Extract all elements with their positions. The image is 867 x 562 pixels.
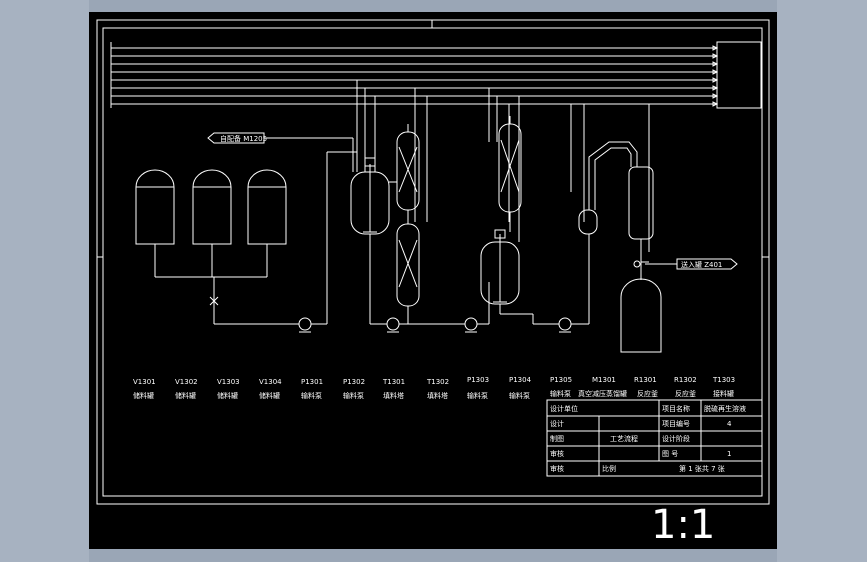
cad-viewport[interactable]: 自配备 M1205 [89,12,777,549]
title-drawing-no-value: 4 [727,420,732,428]
equipment-name-13: 反应釜 [637,389,658,398]
title-project-name-value: 脱硫再生溶液 [704,404,746,413]
equipment-name-9: 输料泵 [467,391,488,400]
equipment-name-15: 接料罐 [713,389,734,398]
title-check: 审核 [550,449,564,458]
title-project-name-label: 项目名称 [662,404,690,413]
outlet-label: 送入罐 Z401 [681,260,722,269]
equipment-name-3: 储料罐 [217,391,238,400]
title-ratio: 比例 [602,464,616,473]
equipment-names: 储料罐 储料罐 储料罐 储料罐 输料泵 输料泵 填料塔 填料塔 输料泵 输料泵 … [133,389,734,400]
title-figure-no-value: 1 [727,450,731,458]
title-drawing-no-label: 项目编号 [662,419,690,428]
feed-label: 自配备 M1205 [220,134,267,143]
title-draw: 制图 [550,434,564,443]
tank-manifold [154,244,299,325]
title-center: 工艺流程 [610,434,638,443]
equipment-code-15: T1303 [712,376,735,384]
equipment-code-2: V1302 [175,378,198,386]
equipment-name-11: 输料泵 [550,389,571,398]
equipment-codes: V1301 V1302 V1303 V1304 P1301 P1302 T130… [133,376,735,386]
equipment-code-5: P1301 [301,378,323,386]
column-t1302 [396,210,420,324]
storage-tank-v1303 [247,169,287,245]
column-t1303 [498,116,522,232]
distillation-m1301 [578,141,654,268]
viewport-background-left [0,0,89,562]
outer-border [96,19,770,505]
equipment-code-10: P1304 [509,376,532,384]
equipment-name-5: 输料泵 [301,391,322,400]
equipment-code-6: P1302 [343,378,365,386]
equipment-code-8: T1302 [426,378,449,386]
reactor-r1301 [350,157,390,324]
equipment-code-12: M1301 [592,376,616,384]
equipment-name-12: 真空减压蒸馏罐 [578,389,627,398]
equipment-code-11: P1305 [550,376,572,384]
equipment-name-8: 填料塔 [427,391,448,400]
title-design-unit: 设计单位 [550,404,578,413]
feed-tag [207,132,354,172]
equipment-name-4: 储料罐 [259,391,280,400]
equipment-code-1: V1301 [133,378,156,386]
outlet-tag [645,258,738,270]
pump-line-middle [370,282,490,333]
equipment-code-7: T1301 [382,378,405,386]
storage-tank-v1302 [192,169,232,245]
equipment-name-6: 输料泵 [343,391,364,400]
pump-p1304 [533,234,590,333]
storage-tank-v1301 [135,169,175,245]
equipment-code-3: V1303 [217,378,240,386]
reactor-r1302 [480,229,534,324]
utility-lines [110,41,762,109]
equipment-name-7: 填料塔 [383,391,404,400]
title-approve: 审核 [550,464,564,473]
title-stage-label: 设计阶段 [662,434,690,443]
equipment-name-14: 反应釜 [675,389,696,398]
title-design: 设计 [550,419,564,428]
title-figure-no-label: 图 号 [662,450,678,458]
equipment-name-2: 储料罐 [175,391,196,400]
title-sheet: 第 1 张共 7 张 [679,464,725,473]
equipment-code-4: V1304 [259,378,282,386]
pump-p1301 [298,151,357,333]
drawing-sheet: 自配备 M1205 [96,19,770,548]
receiver-tank [620,267,662,353]
scale-label: 1:1 [651,502,715,548]
equipment-name-10: 输料泵 [509,391,530,400]
viewport-background-right [777,0,867,562]
equipment-code-13: R1301 [634,376,657,384]
equipment-code-14: R1302 [674,376,697,384]
title-block [546,399,763,477]
equipment-name-1: 储料罐 [133,391,154,400]
equipment-code-9: P1303 [467,376,489,384]
